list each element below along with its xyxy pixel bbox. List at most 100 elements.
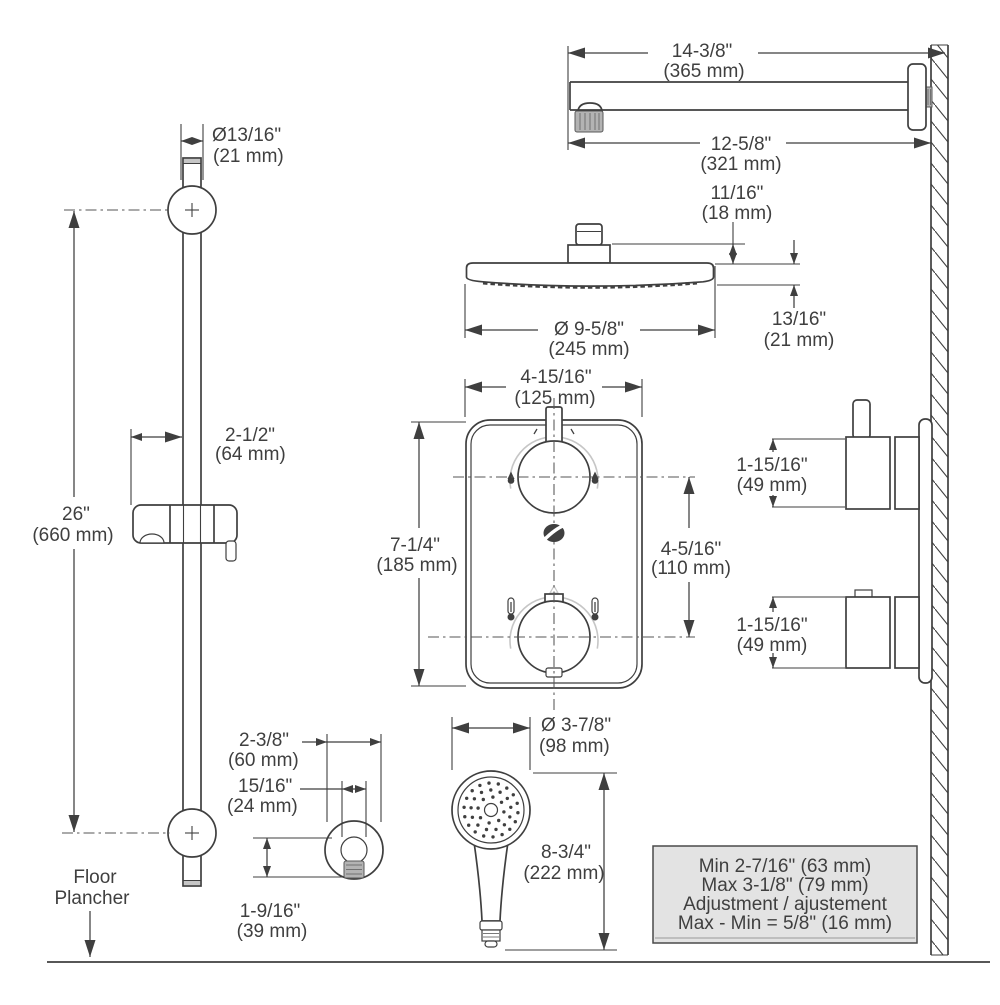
dim-valve-height-mm: (185 mm) [376,555,457,576]
head-nozzle-band [482,281,698,289]
spray-dot [476,823,480,827]
dim-bar-diameter-mm: (21 mm) [213,146,284,167]
dim-bracket-offset-mm: (64 mm) [215,444,286,465]
note-line-min: Min 2-7/16" (63 mm) [699,856,872,877]
dim-head-thickness-in: 13/16" [772,309,826,330]
spray-dot [502,810,506,814]
supply-elbow: 2-3/8" (60 mm) 15/16" (24 mm) 1-9/16" (3… [227,730,384,942]
droplet-icon [591,477,599,484]
bottom-knob-side [845,596,891,669]
spray-dot [516,811,520,815]
bracket-handle-stub [225,540,237,562]
adjustment-note: Min 2-7/16" (63 mm) Max 3-1/8" (79 mm) A… [652,845,918,944]
valve-plate-profile [918,418,933,684]
spray-dot [462,805,466,809]
spray-nozzle-dots [462,781,520,839]
head-ball-joint [575,223,603,246]
elbow-outlet [340,836,368,864]
hand-shower: Ø 3-7/8" (98 mm) 8-3/4" (222 mm) [451,715,617,951]
spray-dot [508,815,512,819]
spray-dot [479,790,484,795]
dim-head-connector-in: 11/16" [711,183,764,204]
spray-dot [502,823,507,827]
spray-dot [494,827,498,832]
dim-handle-spacing-in: 4-5/16" [661,539,722,560]
slide-bar-assembly: Ø13/16" (21 mm) 26" (660 mm) 2-1/2" (64 … [32,124,286,957]
spray-dot [487,821,491,825]
arm-wall-flange [907,63,927,131]
spray-dot [513,820,517,824]
handshower-handle [473,841,509,922]
shower-arm: 14-3/8" (365 mm) 12-5/8" (321 mm) [567,41,945,175]
dim-valve-width-mm: (125 mm) [514,388,595,409]
dim-handshower-diameter-in: Ø 3-7/8" [541,715,611,736]
dim-bar-height-mm: (660 mm) [32,525,113,546]
spray-dot [487,781,491,785]
thermometer-icon [507,597,515,621]
handshower-face-center [483,802,499,818]
arm-wall-nipple [925,86,933,108]
note-line-range: Max - Min = 5/8" (16 mm) [678,913,892,934]
spray-dot [478,783,482,788]
spray-dot [469,806,473,810]
head-body [465,262,715,287]
dim-bottom-knob-depth-mm: (49 mm) [737,635,808,656]
spray-dot [496,782,500,786]
dim-arm-total-mm: (365 mm) [663,61,744,82]
droplet-icon [507,477,515,484]
dim-handshower-length-mm: (222 mm) [523,863,604,884]
note-line-max: Max 3-1/8" (79 mm) [701,875,868,896]
dim-elbow-flange-in: 2-3/8" [239,730,289,751]
dim-elbow-outlet-mm: (24 mm) [227,796,298,817]
note-box [652,845,918,944]
spray-dot [491,795,495,799]
spray-dot [500,832,504,837]
spray-dot [482,834,486,838]
dim-handle-spacing-mm: (110 mm) [651,558,731,579]
spray-dot [478,816,483,820]
dim-top-knob-depth-in: 1-15/16" [736,455,807,476]
thermometer-icon [591,597,599,621]
dim-bracket-offset-in: 2-1/2" [225,425,275,446]
dim-bar-height-in: 26" [62,504,90,525]
dim-elbow-drop-mm: (39 mm) [237,921,308,942]
dim-handshower-length-in: 8-3/4" [541,842,591,863]
dim-arm-total-in: 14-3/8" [672,41,733,62]
top-knob-lever-side [852,399,871,440]
spray-dot [481,797,485,802]
arm-thread-outlet [574,110,604,133]
dim-head-diameter-mm: (245 mm) [548,339,629,360]
dim-valve-width-in: 4-15/16" [520,367,591,388]
rain-shower-head: 11/16" (18 mm) 13/16" (21 mm) Ø 9-5/8" (… [464,183,835,360]
floor-label-en: Floor [73,867,117,888]
spray-dot [511,793,515,797]
top-knob-side [845,436,891,510]
spray-dot [498,790,502,794]
spray-dot [499,800,504,804]
note-line-adjustment: Adjustment / ajustement [683,894,888,915]
spray-dot [515,801,519,805]
dim-arm-exposed-in: 12-5/8" [711,134,772,155]
spray-dot [505,786,509,790]
valve-trim-front-view: 4-15/16" (125 mm) 7-1/4" (185 mm) 4-5/16… [376,367,731,712]
dim-elbow-drop-in: 1-9/16" [240,901,301,922]
spray-dot [491,835,495,839]
dim-arm-exposed-mm: (321 mm) [700,154,781,175]
wall-hatch [931,45,948,955]
bottom-knob-adapter-side [894,596,920,669]
spray-dot [467,823,471,827]
brand-logo [542,523,566,542]
valve-trim-side-view: 1-15/16" (49 mm) 1-15/16" (49 mm) [736,399,933,684]
dim-bar-diameter-in: Ø13/16" [212,125,281,146]
dim-handshower-diameter-mm: (98 mm) [539,736,610,757]
dim-valve-height-in: 7-1/4" [390,535,440,556]
dim-bottom-knob-depth-in: 1-15/16" [736,615,807,636]
spray-dot [473,830,477,834]
spray-dot [484,827,489,832]
spray-dot [509,805,513,809]
dim-head-diameter-in: Ø 9-5/8" [554,319,624,340]
spray-dot [508,827,512,831]
dim-head-thickness-mm: (21 mm) [764,330,835,351]
